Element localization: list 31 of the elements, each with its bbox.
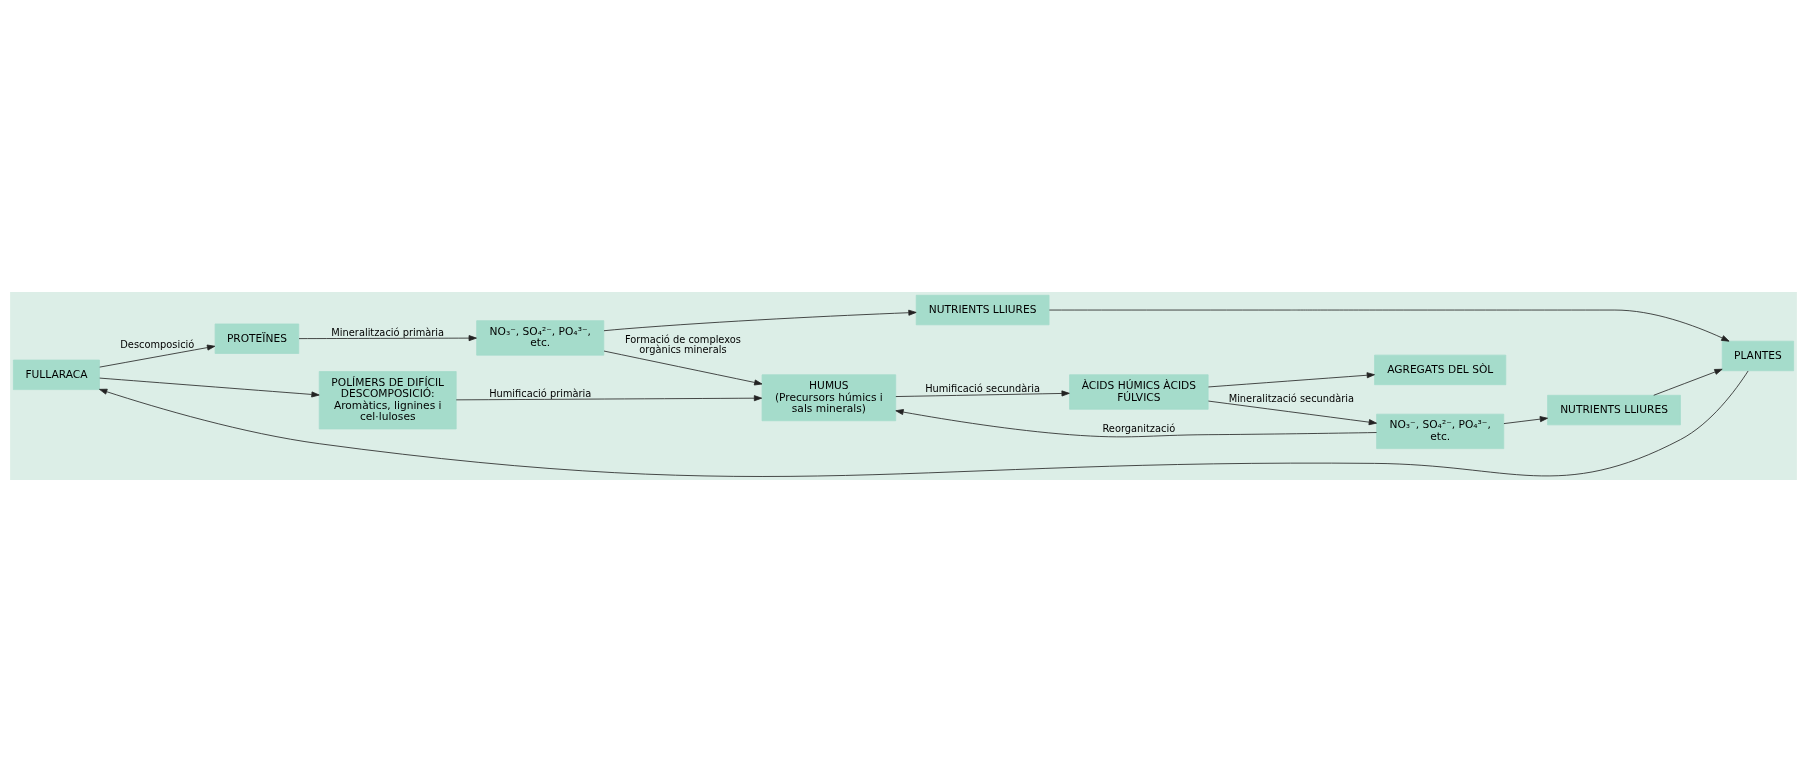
node-box: NUTRIENTS LLIURES	[1547, 394, 1681, 425]
arrow	[99, 344, 216, 368]
arrow	[455, 394, 763, 401]
node-box: HUMUS (Precursors húmics i sals minerals)	[761, 373, 897, 421]
arrow	[1208, 400, 1377, 425]
arrow	[1503, 415, 1548, 424]
node-box: PROTEÏNES	[214, 323, 300, 354]
arrow	[1048, 309, 1730, 342]
arrow	[1653, 368, 1723, 396]
node-box: NO₃⁻, SO₄²⁻, PO₄³⁻, etc.	[1376, 413, 1505, 449]
edge-label: Mineralització primària	[331, 326, 445, 338]
edge-label: Reorganització	[1102, 422, 1176, 434]
node-box: NO₃⁻, SO₄²⁻, PO₄³⁻, etc.	[476, 319, 605, 356]
arrow	[895, 389, 1070, 397]
node-box: AGREGATS DEL SÒL	[1374, 354, 1507, 385]
edge-label: Humificació secundària	[925, 382, 1041, 394]
arrow	[298, 334, 477, 341]
arrow	[1208, 371, 1375, 387]
node-box: ÀCIDS HÚMICS ÀCIDS FÚLVICS	[1069, 373, 1209, 410]
arrow	[895, 408, 1377, 437]
arrow	[603, 309, 917, 331]
arrow	[603, 350, 763, 385]
node-box: PLANTES	[1721, 340, 1794, 371]
edge-label: Descomposició	[120, 338, 195, 350]
node-box: NUTRIENTS LLIURES	[915, 294, 1050, 325]
node-box: FULLARACA	[13, 359, 100, 390]
node-box: POLÍMERS DE DIFÍCIL DESCOMPOSICIÓ: Aromàtics, lignines i cel·luloses	[318, 370, 457, 429]
edge-label: Humificació primària	[489, 387, 592, 399]
arrow	[99, 377, 320, 397]
edge-label: Mineralització secundària	[1228, 392, 1355, 404]
edge-label: Formació de complexos orgànics minerals	[624, 333, 741, 355]
